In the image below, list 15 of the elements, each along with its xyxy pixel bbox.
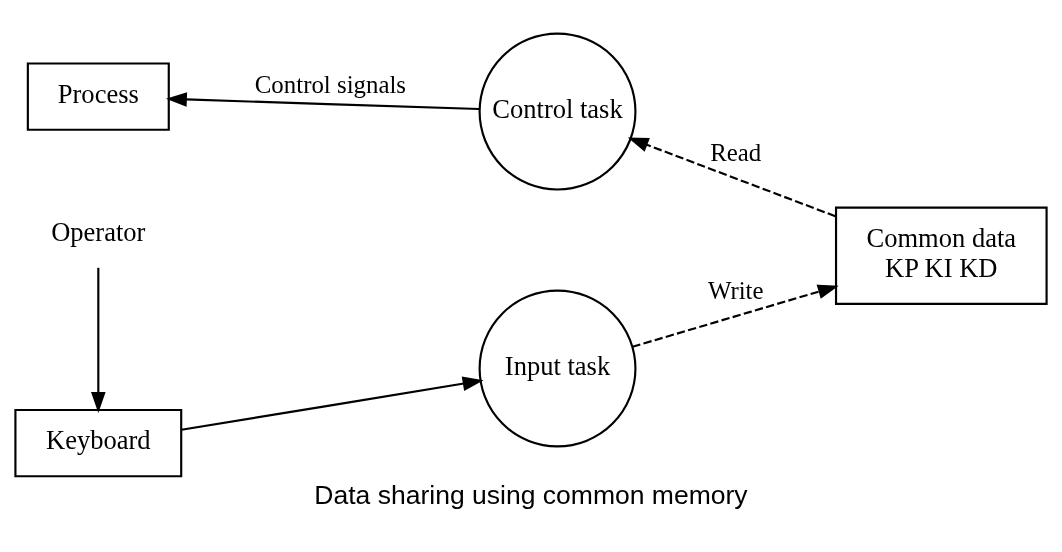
node-circle: Control task — [478, 32, 637, 191]
edge-label: Control signals — [254, 70, 407, 98]
arrow — [181, 376, 484, 431]
caption: Data sharing using common memory — [314, 479, 748, 510]
node-box: Process — [26, 61, 170, 131]
node-box: Keyboard — [14, 408, 183, 477]
edge-label: Write — [707, 276, 764, 304]
node-box: Common data KP KI KD — [834, 206, 1048, 305]
node-text: Operator — [51, 216, 146, 247]
arrow — [627, 137, 836, 217]
arrow — [165, 91, 480, 110]
arrow — [91, 267, 106, 413]
node-circle: Input task — [478, 289, 637, 447]
edge-label: Read — [710, 138, 762, 166]
arrow — [632, 284, 839, 348]
